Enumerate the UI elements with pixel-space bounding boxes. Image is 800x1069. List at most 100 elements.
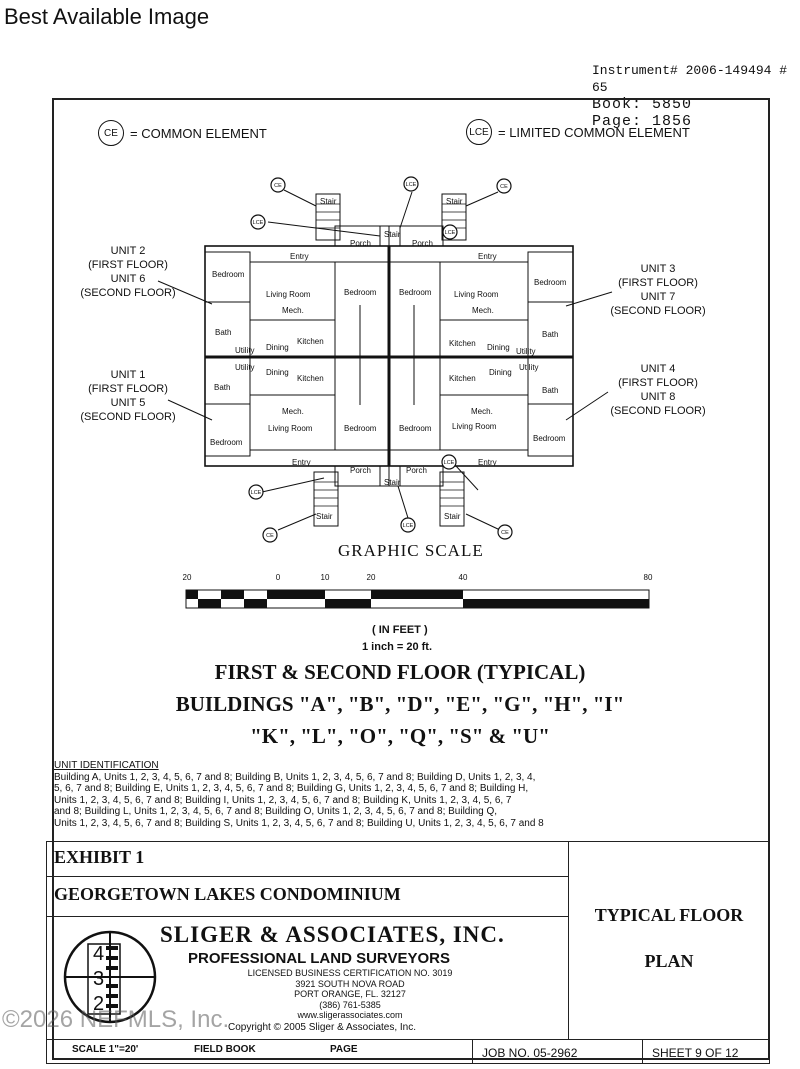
room-kitchen-unit2: Kitchen	[297, 337, 324, 346]
scale-tick-label: 10	[321, 573, 330, 582]
title-block-divider	[642, 1039, 643, 1064]
room-entry-unit4: Entry	[478, 458, 497, 467]
sheet-number: SHEET 9 OF 12	[652, 1046, 739, 1060]
ce-legend-text: = COMMON ELEMENT	[130, 125, 267, 141]
room-bedroom2-unit1: Bedroom	[344, 424, 377, 433]
firm-profession: PROFESSIONAL LAND SURVEYORS	[188, 950, 450, 967]
firm-details: LICENSED BUSINESS CERTIFICATION NO. 3019…	[160, 968, 540, 1021]
sheet-title-line1: TYPICAL FLOOR	[594, 905, 744, 925]
room-utility-unit3: Utility	[516, 347, 536, 356]
scale-units: ( IN FEET )	[372, 624, 428, 636]
sheet-border	[52, 98, 770, 1060]
scale-tick-label: 20	[367, 573, 376, 582]
room-utility-unit4: Utility	[519, 363, 539, 372]
logo-digit: 4	[93, 943, 104, 965]
stair-top-right: Stair	[446, 197, 463, 206]
svg-text:CE: CE	[500, 184, 508, 190]
title-block-divider	[472, 1039, 473, 1064]
room-porch-top-right: Porch	[412, 239, 433, 248]
room-living-unit2: Living Room	[266, 290, 311, 299]
svg-text:LCE: LCE	[406, 182, 417, 188]
graphic-scale-title: GRAPHIC SCALE	[338, 541, 484, 560]
drawing-title-line1: FIRST & SECOND FLOOR (TYPICAL)	[214, 660, 586, 684]
legend-common-element: CE = COMMON ELEMENT	[98, 120, 267, 146]
room-bath-unit4: Bath	[542, 386, 559, 395]
svg-text:LCE: LCE	[403, 523, 414, 529]
logo-digit: 3	[93, 968, 104, 990]
room-bedroom2-unit4: Bedroom	[399, 424, 432, 433]
room-entry-unit2: Entry	[290, 252, 309, 261]
sheet-title-line2: PLAN	[644, 951, 694, 971]
room-entry-unit3: Entry	[478, 252, 497, 261]
room-utility-unit2: Utility	[235, 346, 255, 355]
svg-text:CE: CE	[274, 183, 282, 189]
room-mech-unit1: Mech.	[282, 407, 304, 416]
unit-3-7-label: UNIT 3 (FIRST FLOOR) UNIT 7 (SECOND FLOO…	[610, 263, 706, 317]
drawing-title-line3: "K", "L", "O", "Q", "S" & "U"	[250, 724, 550, 748]
book-number: Book: 5850	[592, 96, 693, 113]
unit-id-line: Units 1, 2, 3, 4, 5, 6, 7 and 8; Buildin…	[54, 817, 544, 829]
unit-id-line: 5, 6, 7 and 8; Building E, Units 1, 2, 3…	[54, 783, 529, 794]
unit-identification-heading: UNIT IDENTIFICATION	[54, 760, 159, 771]
unit-2-6-label: UNIT 2 (FIRST FLOOR) UNIT 6 (SECOND FLOO…	[80, 245, 176, 299]
project-name: GEORGETOWN LAKES CONDOMINIUM	[54, 884, 401, 904]
firm-address1: 3921 SOUTH NOVA ROAD	[295, 978, 405, 989]
room-bedroom-unit1: Bedroom	[210, 438, 243, 447]
job-number: JOB NO. 05-2962	[482, 1046, 578, 1060]
scale-field: SCALE 1"=20'	[72, 1044, 139, 1055]
svg-text:LCE: LCE	[445, 230, 456, 236]
graphic-scale-bar: 20 0 10 20 40 80	[183, 573, 653, 609]
room-porch-top-left: Porch	[350, 239, 371, 248]
scale-ratio: 1 inch = 20 ft.	[362, 641, 432, 653]
page-field: PAGE	[330, 1044, 358, 1055]
room-bedroom-unit3: Bedroom	[534, 278, 567, 287]
exhibit-label: EXHIBIT 1	[54, 847, 145, 867]
svg-text:CE: CE	[501, 530, 509, 536]
scale-tick-label: 20	[183, 573, 192, 582]
room-kitchen-unit3: Kitchen	[449, 339, 476, 348]
room-utility-unit1: Utility	[235, 363, 255, 372]
firm-copyright: Copyright © 2005 Sliger & Associates, In…	[228, 1022, 417, 1033]
title-block-divider	[46, 916, 568, 917]
room-bedroom-unit2: Bedroom	[212, 270, 245, 279]
room-mech-unit4: Mech.	[471, 407, 493, 416]
svg-text:LCE: LCE	[251, 490, 262, 496]
watermark: ©2026 NEFMLS, Inc.	[2, 1006, 230, 1033]
room-bath-unit3: Bath	[542, 330, 559, 339]
title-block	[46, 841, 770, 1064]
legend-limited-common-element: LCE = LIMITED COMMON ELEMENT	[466, 119, 690, 145]
firm-name: SLIGER & ASSOCIATES, INC.	[160, 922, 505, 947]
field-book-field: FIELD BOOK	[194, 1044, 256, 1055]
firm-address2: PORT ORANGE, FL. 32127	[294, 989, 406, 999]
room-living-unit1: Living Room	[268, 424, 313, 433]
room-living-unit4: Living Room	[452, 422, 497, 431]
stair-bottom-center: Stair	[384, 478, 401, 487]
title-block-divider	[46, 876, 568, 877]
room-bedroom-unit4: Bedroom	[533, 434, 566, 443]
room-dining-unit1: Dining	[266, 368, 289, 377]
drawing-title-line2: BUILDINGS "A", "B", "D", "E", "G", "H", …	[175, 692, 625, 716]
firm-license: LICENSED BUSINESS CERTIFICATION NO. 3019	[247, 968, 453, 978]
room-entry-unit1: Entry	[292, 458, 311, 467]
stair-bottom-right: Stair	[444, 512, 461, 521]
svg-text:CE: CE	[266, 533, 274, 539]
firm-phone: (386) 761-5385	[319, 999, 381, 1010]
unit-id-line: and 8; Building L, Units 1, 2, 3, 4, 5, …	[54, 806, 498, 817]
room-dining-unit2: Dining	[266, 343, 289, 352]
room-bath-unit2: Bath	[215, 328, 232, 337]
firm-website: www.sligerassociates.com	[297, 1010, 403, 1020]
logo-digit: 2	[93, 993, 104, 1015]
stair-bottom-left: Stair	[316, 512, 333, 521]
recording-info: Instrument# 2006-149494 # 65 Book: 5850 …	[592, 62, 800, 130]
unit-id-line: Units 1, 2, 3, 4, 5, 6, 7 and 8; Buildin…	[54, 794, 512, 806]
unit-identification: UNIT IDENTIFICATION Building A, Units 1,…	[54, 760, 766, 829]
title-block-divider	[46, 1039, 770, 1040]
ce-symbol-icon: CE	[98, 120, 124, 146]
stair-top-center: Stair	[384, 230, 401, 239]
lce-legend-text: = LIMITED COMMON ELEMENT	[498, 124, 690, 140]
svg-text:LCE: LCE	[444, 460, 455, 466]
scale-tick-label: 40	[459, 573, 468, 582]
room-mech-unit2: Mech.	[282, 306, 304, 315]
room-dining-unit3: Dining	[487, 343, 510, 352]
